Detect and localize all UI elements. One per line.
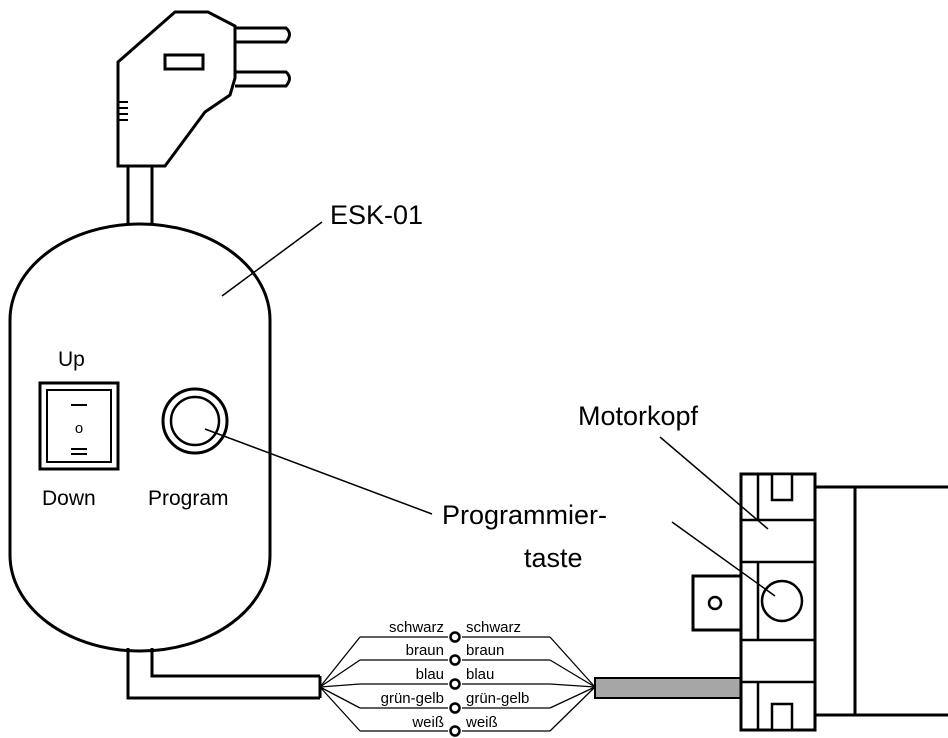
terminal-braun	[449, 654, 461, 666]
wire-label-right: braun	[466, 642, 504, 659]
wire-label-right: blau	[466, 666, 494, 683]
switch-off-mark: o	[75, 420, 83, 437]
wire-label-left: weiß	[411, 714, 444, 731]
terminal-weiss	[449, 725, 461, 737]
wire-bundle	[319, 636, 596, 732]
wire-label-left: grün-gelb	[381, 690, 444, 707]
wire-label-left: braun	[406, 642, 444, 659]
terminal-gruen-gelb	[449, 702, 461, 714]
motor-head-leader-line	[659, 436, 769, 530]
device-leader-line	[221, 221, 323, 297]
wire-labels: schwarz schwarz braun braun blau blau gr…	[381, 619, 530, 731]
program-label: Program	[148, 487, 229, 510]
box-output-cable	[126, 648, 322, 700]
wire-label-right: schwarz	[466, 619, 521, 636]
control-box	[8, 222, 272, 653]
motor-button-leader-line	[671, 521, 776, 597]
wire-label-left: schwarz	[389, 619, 444, 636]
rocker-switch-icon[interactable]: o	[38, 381, 120, 471]
wire-label-right: grün-gelb	[466, 690, 529, 707]
program-button-label-line1: Programmier-	[442, 500, 607, 530]
wire-label-right: weiß	[465, 714, 498, 731]
device-label: ESK-01	[330, 200, 423, 230]
terminal-schwarz	[449, 631, 461, 643]
wire-terminals	[449, 631, 461, 737]
motor-program-button-icon[interactable]	[760, 579, 804, 623]
motor-cable	[594, 677, 742, 699]
power-plug-icon	[116, 10, 291, 224]
program-button-leader-line	[204, 428, 433, 515]
switch-down-label: Down	[42, 487, 96, 510]
motor-head-label: Motorkopf	[578, 401, 699, 431]
wire-label-left: blau	[416, 666, 444, 683]
round-push-button-icon[interactable]	[161, 387, 229, 455]
terminal-blau	[449, 678, 461, 690]
switch-up-label: Up	[58, 348, 85, 371]
program-button-label-line2: taste	[524, 543, 583, 573]
